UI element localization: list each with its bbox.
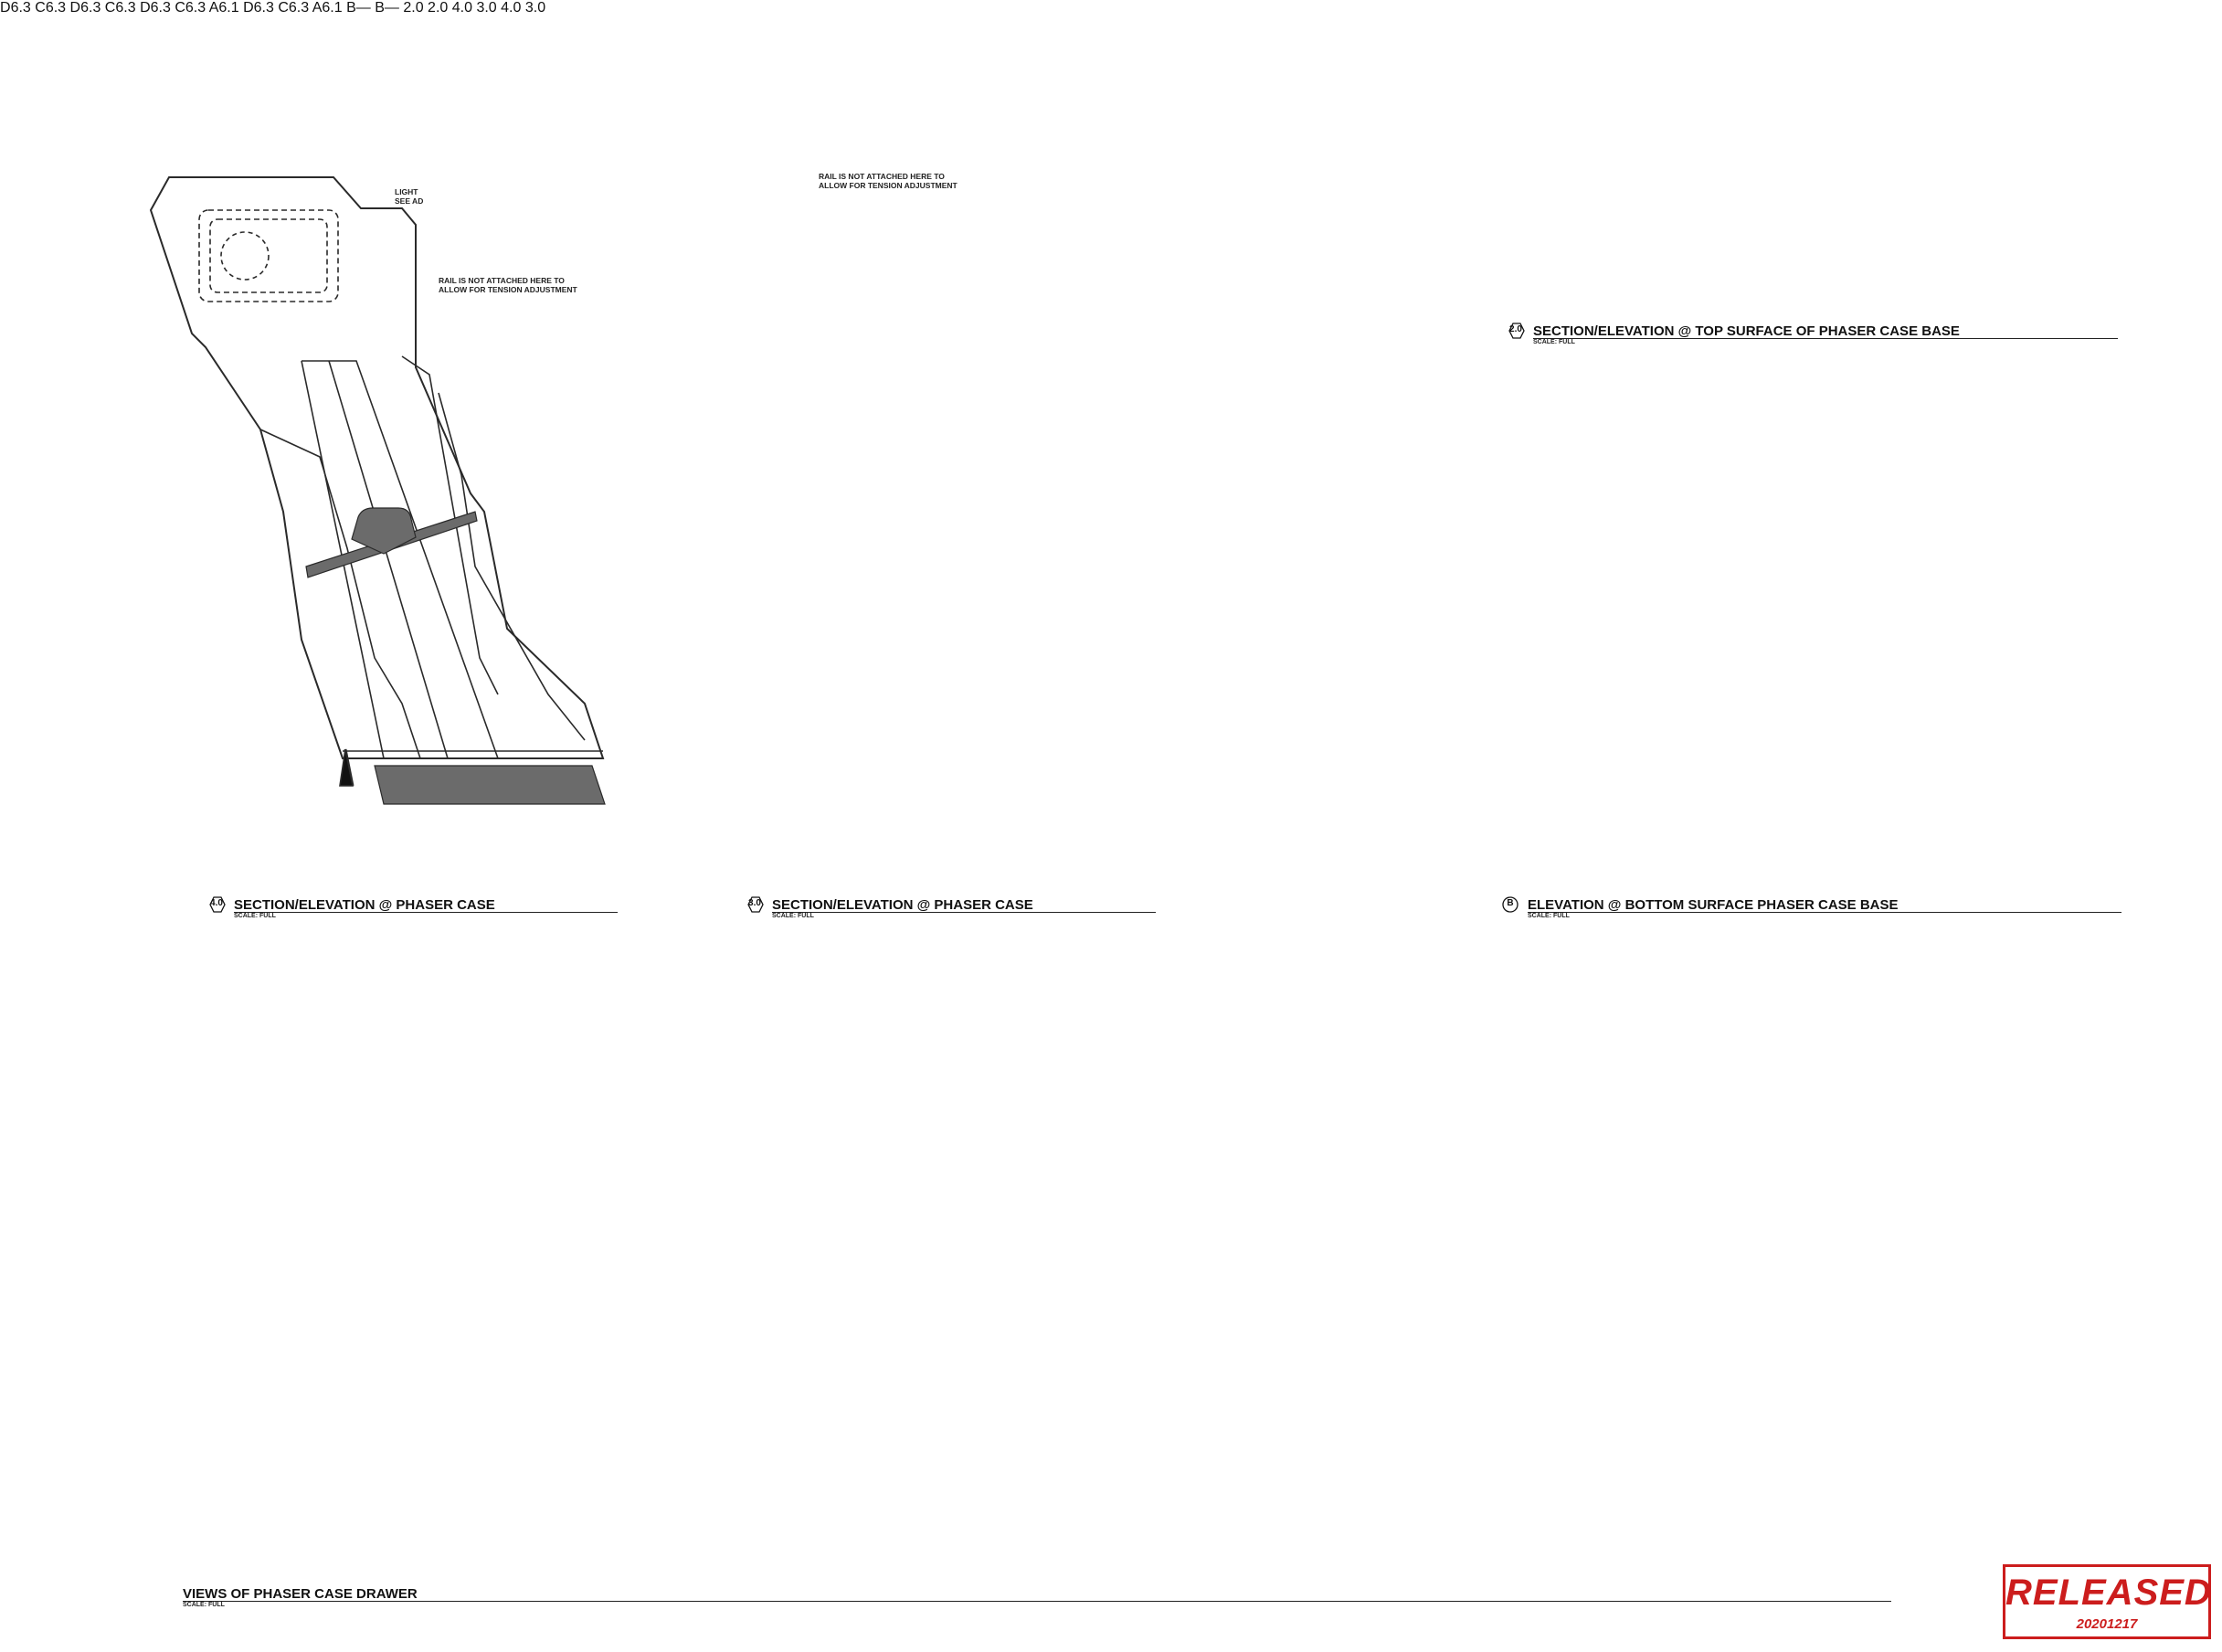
view-title: VIEWS OF PHASER CASE DRAWER xyxy=(183,1586,418,1602)
view-number-badge: 3.0 xyxy=(745,895,765,914)
stamp-label: RELEASED xyxy=(2005,1573,2212,1613)
view-title: SECTION/ELEVATION @ PHASER CASE xyxy=(234,897,495,913)
title-underline xyxy=(183,1601,1891,1602)
note-rail-view-4: RAIL IS NOT ATTACHED HERE TO ALLOW FOR T… xyxy=(439,276,577,294)
title-block-view-3: 3.0 SECTION/ELEVATION @ PHASER CASE SCAL… xyxy=(745,895,1156,925)
view-4-section-cuts xyxy=(305,507,606,805)
note-rail-view-3: RAIL IS NOT ATTACHED HERE TO ALLOW FOR T… xyxy=(819,172,958,190)
stamp-date: 20201217 xyxy=(2076,1616,2138,1632)
view-scale: SCALE: FULL xyxy=(1533,339,1575,345)
view-title: SECTION/ELEVATION @ PHASER CASE xyxy=(772,897,1033,913)
section-marker-labels: D6.3 C6.3 D6.3 C6.3 D6.3 C6.3 A6.1 D6.3 … xyxy=(0,0,546,16)
note-rail-line-2: ALLOW FOR TENSION ADJUSTMENT xyxy=(819,181,958,190)
view-scale: SCALE: FULL xyxy=(772,913,814,919)
note-light-line-2: SEE AD xyxy=(395,196,424,206)
view-scale: SCALE: FULL xyxy=(234,913,276,919)
view-4-drawing xyxy=(149,176,605,787)
title-block-view-4: 4.0 SECTION/ELEVATION @ PHASER CASE SCAL… xyxy=(206,895,618,925)
note-light-line-1: LIGHT xyxy=(395,187,418,196)
view-scale: SCALE: FULL xyxy=(183,1602,225,1608)
view-number-badge: B xyxy=(1500,895,1520,914)
note-rail-line-2: ALLOW FOR TENSION ADJUSTMENT xyxy=(439,285,577,294)
title-underline xyxy=(772,912,1156,913)
note-rail-line-1: RAIL IS NOT ATTACHED HERE TO xyxy=(819,172,945,181)
released-stamp-icon: RELEASED 20201217 xyxy=(2003,1564,2211,1639)
title-block-view-2: 2.0 SECTION/ELEVATION @ TOP SURFACE OF P… xyxy=(1506,323,2127,351)
title-underline xyxy=(1533,338,2118,339)
note-light: LIGHT SEE AD xyxy=(395,187,423,206)
title-underline xyxy=(234,912,618,913)
note-rail-line-1: RAIL IS NOT ATTACHED HERE TO xyxy=(439,276,565,285)
view-number-badge: 4.0 xyxy=(206,895,227,914)
view-title: SECTION/ELEVATION @ TOP SURFACE OF PHASE… xyxy=(1533,323,1960,339)
view-title: ELEVATION @ BOTTOM SURFACE PHASER CASE B… xyxy=(1528,897,1899,913)
view-number-badge: 2.0 xyxy=(1506,322,1526,340)
view-scale: SCALE: FULL xyxy=(1528,913,1570,919)
title-underline xyxy=(1528,912,2121,913)
title-block-view-b: B ELEVATION @ BOTTOM SURFACE PHASER CASE… xyxy=(1500,895,2131,925)
title-block-renders: VIEWS OF PHASER CASE DRAWER SCALE: FULL xyxy=(155,1586,1891,1614)
